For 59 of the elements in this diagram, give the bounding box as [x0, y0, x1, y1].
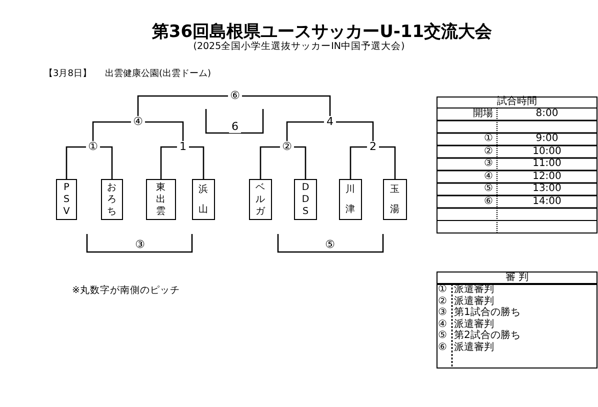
- table-cell-text: ⑤: [438, 331, 448, 342]
- table-cell-text: ⑥: [483, 196, 494, 206]
- team-box: 浜山: [192, 179, 215, 220]
- table-cell-text: ②: [483, 146, 494, 156]
- match-number: ⑥: [228, 90, 242, 102]
- bracket-line: [336, 121, 374, 141]
- match-number: 4: [324, 116, 336, 128]
- team-box: 東出雲: [146, 179, 176, 220]
- table-cell-text: ③: [483, 159, 494, 169]
- match-number: ②: [280, 141, 294, 153]
- table-cell-text: 12:00: [532, 172, 562, 182]
- table-cell-text: 13:00: [532, 184, 562, 194]
- team-box: DDS: [294, 179, 317, 220]
- table-cell: 派遣審判: [454, 296, 494, 307]
- team-box: おろち: [101, 179, 123, 220]
- bracket-line: [350, 146, 367, 179]
- subtitle: (2025全国小学生選抜サッカーIN中国予選大会): [192, 42, 406, 52]
- bracket-line: [286, 121, 324, 141]
- bracket-line: [260, 146, 280, 179]
- table-cell-text: ④: [438, 320, 448, 330]
- table-cell-text: 14:00: [532, 196, 562, 206]
- table-cell: 派遣審判: [454, 343, 494, 353]
- team-box: 玉湯: [383, 179, 407, 220]
- table-cell-text: 10:00: [532, 146, 562, 156]
- match-number: ①: [86, 141, 100, 153]
- bracket-line: [189, 146, 204, 179]
- table-cell-text: 8:00: [534, 109, 560, 119]
- table-cell: 第1試合の勝ち: [454, 308, 520, 318]
- table-cell-text: ③: [438, 308, 448, 318]
- bracket-line: [294, 146, 306, 179]
- table-cell-text: ⑤: [483, 184, 494, 194]
- table-cell-text: 11:00: [532, 159, 562, 169]
- note: ※丸数字が南側のピッチ: [72, 286, 180, 296]
- bracket-line: [66, 146, 86, 179]
- table-cell-text: ①: [483, 134, 494, 144]
- bracket-line: [242, 95, 331, 116]
- date-label: 【3月8日】: [44, 70, 92, 79]
- table-cell-text: ④: [483, 172, 494, 182]
- match-number: ③: [133, 239, 147, 251]
- venue-label: 出雲健康公園(出雲ドーム): [105, 70, 212, 79]
- bracket-line: [100, 146, 113, 179]
- match-number: 6: [229, 121, 241, 133]
- table-cell-text: ⑥: [438, 343, 448, 353]
- team-box: PSV: [56, 179, 77, 220]
- team-box: ベルガ: [249, 179, 272, 220]
- match-number: ⑤: [323, 239, 337, 251]
- table-header: 審 判: [504, 273, 530, 283]
- bracket-line: [160, 146, 177, 179]
- table-cell-text: 9:00: [534, 134, 560, 144]
- table-cell: 第2試合の勝ち: [454, 331, 520, 342]
- table-cell-text: ②: [438, 296, 448, 307]
- team-box: 川津: [339, 179, 362, 220]
- bracket-line: [137, 95, 228, 116]
- bracket-line: [92, 121, 131, 141]
- match-number: ④: [131, 116, 145, 128]
- bracket-line: [379, 146, 396, 179]
- bracket-line: [145, 121, 184, 141]
- title: 第36回島根県ユースサッカーU-11交流大会: [150, 24, 494, 41]
- table-cell: 派遣審判: [454, 320, 494, 330]
